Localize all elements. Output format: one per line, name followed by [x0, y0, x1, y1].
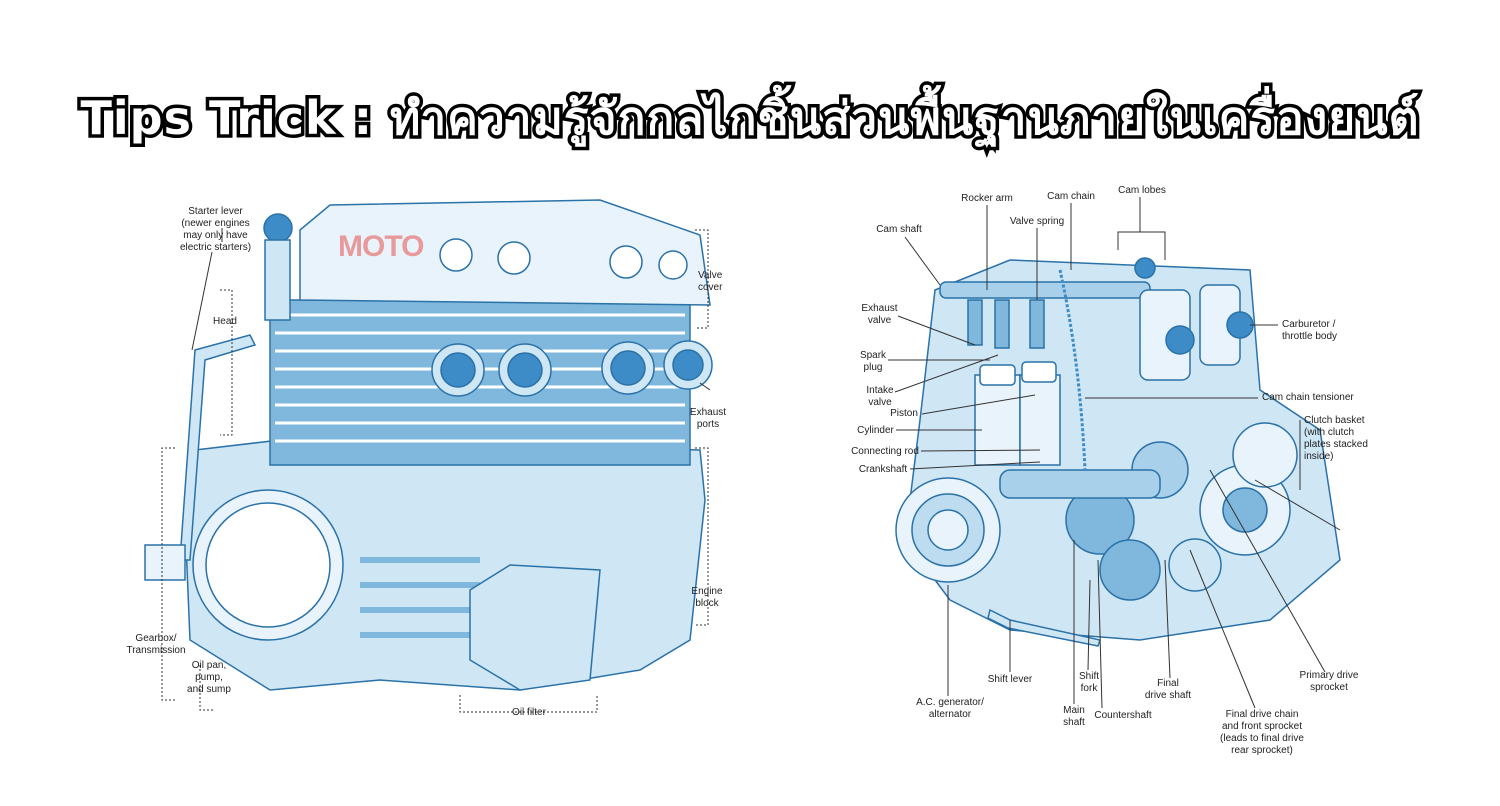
label-main-shaft: Main shaft [1063, 705, 1085, 728]
label-shift-lever: Shift lever [987, 674, 1033, 685]
label-final-drive-chain: Final drive chain and front sprocket (le… [1220, 709, 1304, 756]
left-engine-drawing [144, 199, 713, 691]
label-oil-filter: Oil filter [512, 707, 546, 718]
label-oil-pan: Oil pan, pump, and sump [187, 660, 231, 695]
label-valve-cover: Valve cover [698, 270, 723, 293]
label-crankshaft: Crankshaft [858, 464, 908, 475]
right-leader-lines [888, 197, 1341, 709]
label-cam-lobes: Cam lobes [1118, 185, 1166, 196]
label-valve-spring: Valve spring [1009, 216, 1065, 227]
label-engine-block: Engine block [691, 586, 723, 609]
label-ac-generator: A.C. generator/ alternator [916, 697, 984, 720]
label-piston: Piston [890, 408, 918, 419]
label-countershaft: Countershaft [1094, 710, 1152, 721]
label-starter-lever: Starter lever (newer engines may only ha… [179, 206, 252, 253]
label-cylinder: Cylinder [857, 425, 894, 436]
label-exhaust-ports: Exhaust ports [689, 407, 727, 430]
label-intake-valve: Intake valve [866, 385, 894, 408]
label-connecting-rod: Connecting rod [851, 446, 919, 457]
label-spark-plug: Spark plug [859, 350, 887, 373]
label-cam-chain-tensioner: Cam chain tensioner [1262, 392, 1354, 403]
label-cam-shaft: Cam shaft [876, 224, 922, 235]
left-leader-lines [161, 228, 711, 713]
label-primary-drive-sprocket: Primary drive sprocket [1299, 670, 1359, 693]
right-engine-drawing [895, 257, 1341, 647]
label-final-drive-shaft: Final drive shaft [1144, 678, 1192, 701]
watermark-logo: MOTO [338, 230, 424, 263]
label-cam-chain: Cam chain [1047, 191, 1095, 202]
label-head: Head [213, 316, 237, 327]
label-exhaust-valve: Exhaust valve [861, 303, 898, 326]
label-gearbox: Gearbox/ Transmission [126, 633, 186, 656]
label-clutch-basket: Clutch basket (with clutch plates stacke… [1304, 415, 1368, 462]
label-rocker-arm: Rocker arm [961, 193, 1013, 204]
label-carburetor: Carburetor / throttle body [1282, 319, 1338, 342]
label-shift-fork: Shift fork [1078, 671, 1099, 694]
page-title: Tips Trick : ทำความรู้จักกลไกชิ้นส่วนพื้… [77, 88, 1422, 149]
